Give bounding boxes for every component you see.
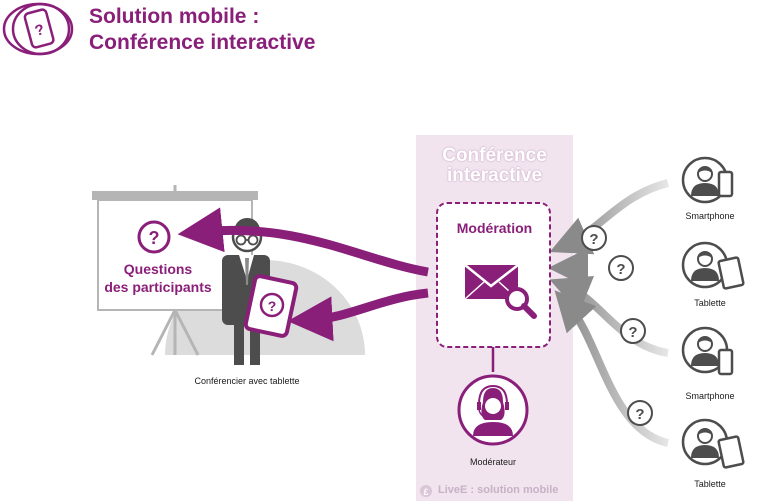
svg-text:£: £ bbox=[423, 487, 428, 497]
footer-label: LiveE : solution mobile bbox=[438, 484, 559, 496]
panel-title: Conférence interactive bbox=[416, 146, 573, 186]
panel-title-line-1: Conférence bbox=[442, 145, 547, 166]
participant-label: Smartphone bbox=[685, 211, 735, 221]
moderator-label: Modérateur bbox=[469, 457, 517, 467]
questions-label-line-1: Questions bbox=[123, 261, 193, 277]
questions-label-line-2: des participants bbox=[104, 279, 212, 295]
moderation-arrows bbox=[177, 207, 429, 342]
speaker-caption: Conférencier avec tablette bbox=[194, 376, 300, 386]
svg-text:?: ? bbox=[33, 21, 46, 40]
participant-label: Tablette bbox=[694, 479, 726, 489]
participant-label: Smartphone bbox=[685, 391, 735, 401]
question-bubbles bbox=[581, 225, 653, 426]
page-title: Solution mobile : Conférence interactive bbox=[89, 4, 315, 56]
participant-arrows bbox=[548, 179, 670, 447]
participant-label: Tablette bbox=[694, 298, 726, 308]
svg-text:?: ? bbox=[589, 231, 598, 248]
moderator-icon bbox=[457, 374, 529, 446]
title-line-2: Conférence interactive bbox=[89, 31, 316, 54]
svg-text:?: ? bbox=[635, 406, 644, 423]
svg-text:?: ? bbox=[616, 261, 625, 278]
svg-text:?: ? bbox=[149, 228, 160, 248]
smartphone-question-icon: ? bbox=[2, 2, 74, 56]
svg-text:?: ? bbox=[268, 298, 277, 314]
participant-avatars bbox=[681, 156, 745, 469]
envelope-search-icon bbox=[464, 264, 537, 319]
moderation-label: Modération bbox=[456, 220, 533, 236]
questions-label: Questions des participants bbox=[98, 260, 218, 296]
title-line-1: Solution mobile : bbox=[89, 5, 260, 28]
livee-logo-icon: £ bbox=[420, 485, 432, 497]
panel-title-line-2: interactive bbox=[446, 165, 543, 186]
svg-text:?: ? bbox=[628, 324, 637, 341]
